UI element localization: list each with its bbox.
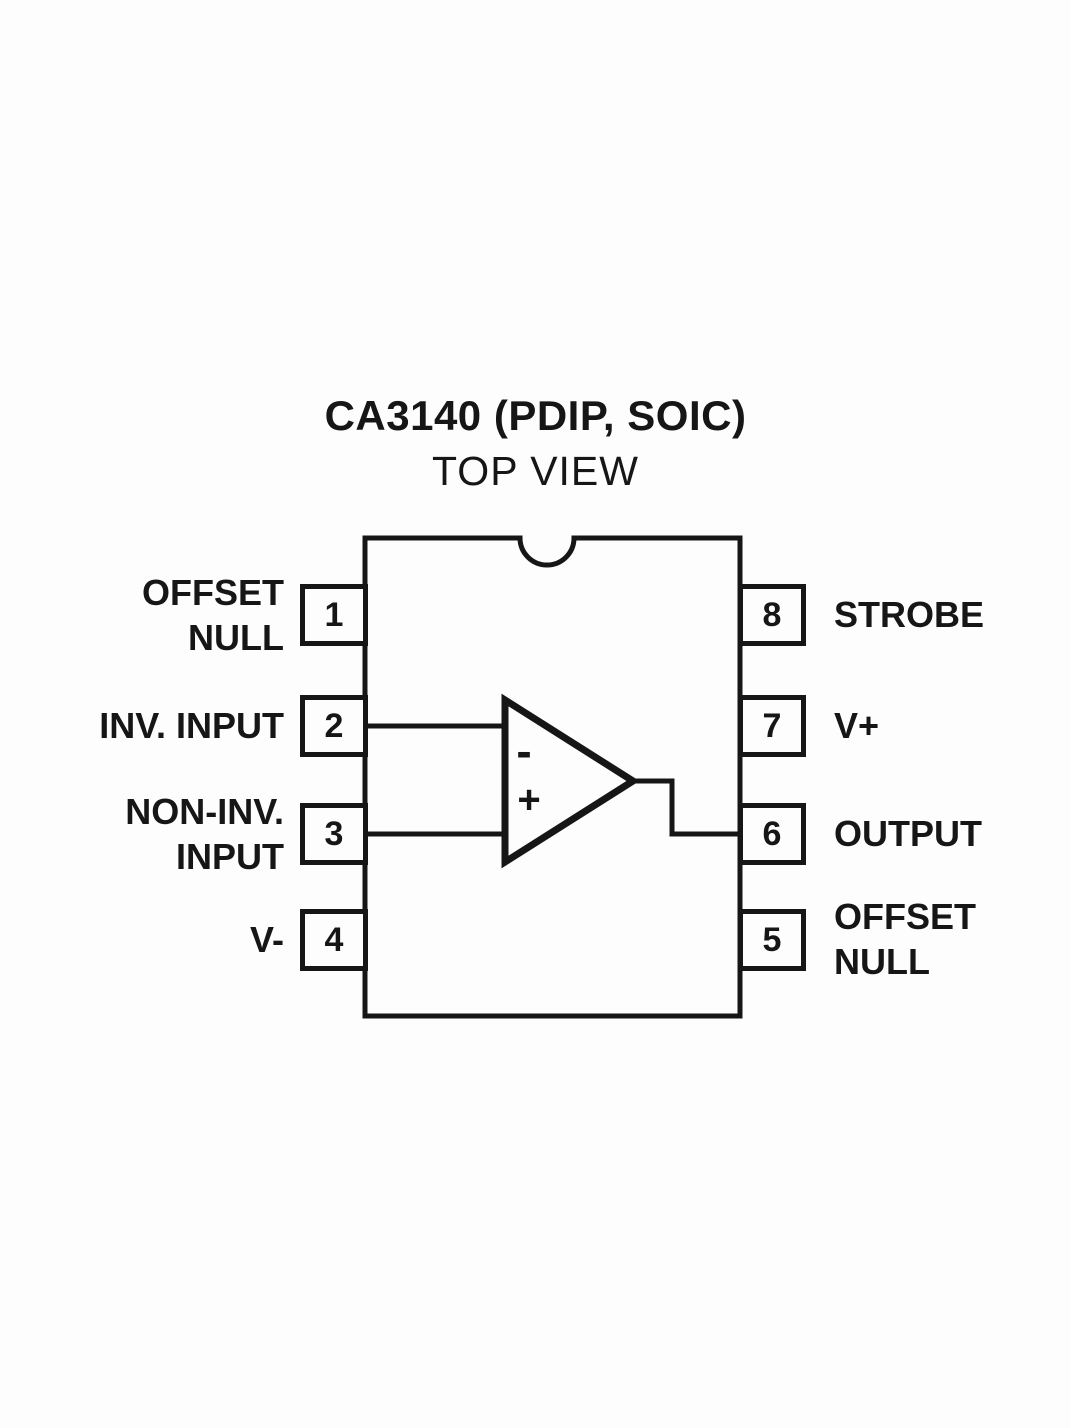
pin8-label-line1: STROBE xyxy=(834,594,985,635)
pin4-label: V- xyxy=(0,917,284,962)
pin7-label: V+ xyxy=(834,703,879,748)
pin1-label-line1: OFFSET xyxy=(142,572,284,613)
pin3-label-line1: NON-INV. xyxy=(125,791,284,832)
pin-number-5: 5 xyxy=(762,920,782,959)
pin5-label-line1: OFFSET xyxy=(834,896,976,937)
opamp-minus-sign: - xyxy=(516,725,532,777)
pin1-label-line2: NULL xyxy=(188,617,284,658)
pin3-label-line2: INPUT xyxy=(176,836,284,877)
pin-box-6: 6 xyxy=(738,803,806,865)
pin5-label-line2: NULL xyxy=(834,941,930,982)
pin-number-1: 1 xyxy=(324,595,344,634)
chip-title: CA3140 (PDIP, SOIC) xyxy=(324,392,747,439)
pin-number-7: 7 xyxy=(762,706,782,745)
pin8-label: STROBE xyxy=(834,592,984,637)
pin-number-8: 8 xyxy=(762,595,782,634)
pin-box-8: 8 xyxy=(738,584,806,646)
pin2-label-line1: INV. INPUT xyxy=(99,705,284,746)
pin2-label: INV. INPUT xyxy=(0,703,284,748)
pin7-label-line1: V+ xyxy=(834,705,880,746)
pin-box-2: 2 xyxy=(300,695,368,757)
pin-box-5: 5 xyxy=(738,909,806,971)
pin6-label-line1: OUTPUT xyxy=(834,813,982,854)
opamp-plus-sign: + xyxy=(517,777,541,822)
pin-number-6: 6 xyxy=(762,814,782,853)
pin-box-7: 7 xyxy=(738,695,806,757)
pin-box-4: 4 xyxy=(300,909,368,971)
pin-number-2: 2 xyxy=(324,706,344,745)
opamp-triangle xyxy=(501,693,640,869)
view-subtitle: TOP VIEW xyxy=(432,448,639,494)
pin-box-1: 1 xyxy=(300,584,368,646)
pin4-label-line1: V- xyxy=(249,919,284,960)
pin6-label: OUTPUT xyxy=(834,811,982,856)
pin3-label: NON-INV. INPUT xyxy=(0,789,284,879)
pin-number-4: 4 xyxy=(324,920,344,959)
output-wire xyxy=(630,778,740,837)
pin-box-3: 3 xyxy=(300,803,368,865)
pin-number-3: 3 xyxy=(324,814,344,853)
pin5-label: OFFSET NULL xyxy=(834,894,976,984)
pin1-label: OFFSET NULL xyxy=(0,570,284,660)
